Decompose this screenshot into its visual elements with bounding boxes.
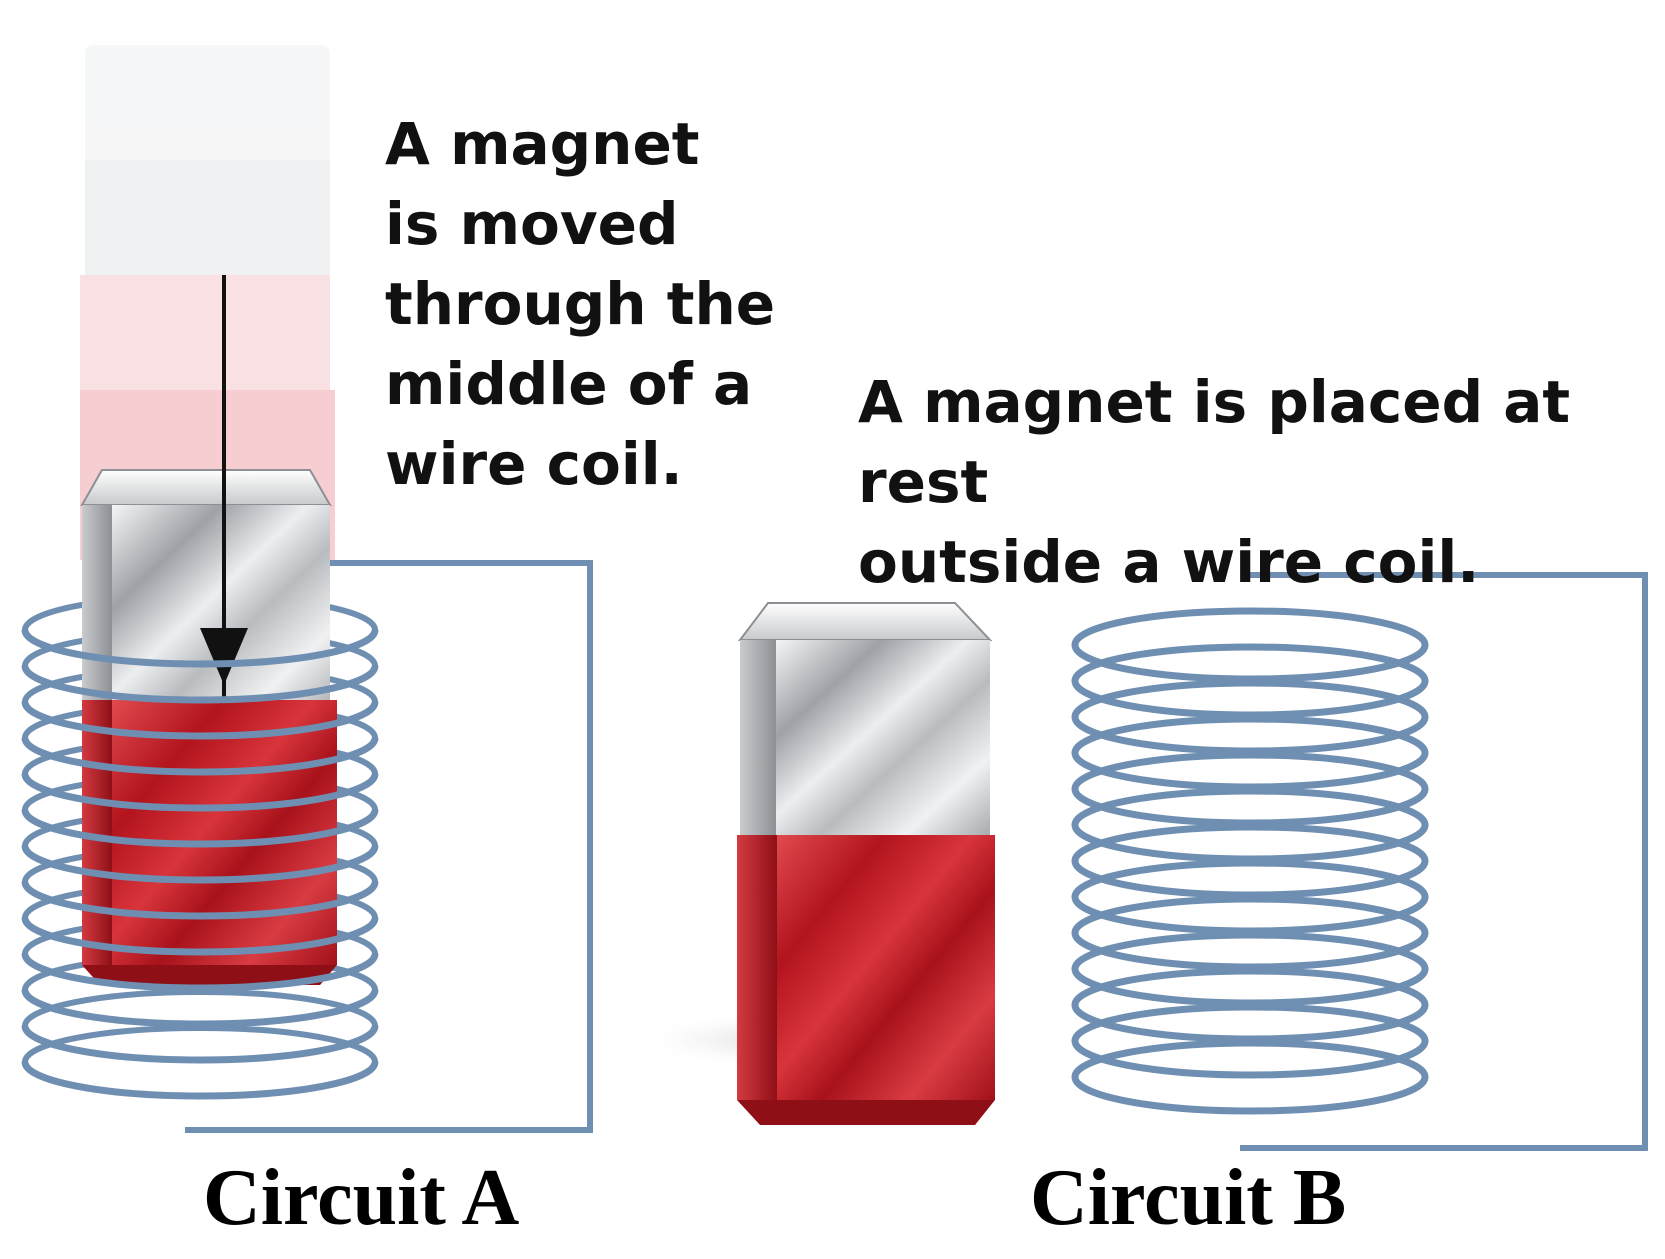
- motion-arrow: [200, 275, 248, 700]
- coil-b-loop: [1071, 931, 1429, 1007]
- magnet-a: [80, 469, 337, 985]
- coil-b-loop: [1071, 751, 1429, 827]
- coil-b-loop: [1071, 787, 1429, 863]
- circuit-b-graphic: [630, 572, 1648, 1151]
- circuit-b-description: A magnet is placed at rest outside a wir…: [858, 368, 1571, 596]
- circuit-b-caption: Circuit B: [1030, 1154, 1347, 1242]
- coil-a-loop-front: [21, 881, 379, 920]
- coil-a-loop-back: [22, 989, 378, 1027]
- coil-a-loop-front: [21, 1061, 379, 1100]
- coil-a-loop-front: [21, 665, 379, 704]
- coil-a-loop-front: [21, 845, 379, 884]
- coil-b-loop: [1071, 1003, 1429, 1079]
- coil-b-loop: [1071, 1039, 1429, 1115]
- coil-a-loop-front: [21, 953, 379, 992]
- coil-b-loop: [1071, 895, 1429, 971]
- coil-b-loop: [1071, 679, 1429, 755]
- circuit-a-description: A magnet is moved through the middle of …: [385, 110, 776, 498]
- coil-a-front: [21, 629, 379, 1100]
- coil-a-loop-front: [21, 809, 379, 848]
- coil-b-loop: [1071, 823, 1429, 899]
- coil-b-loop: [1071, 715, 1429, 791]
- coil-a-loop-front: [21, 737, 379, 776]
- circuit-a-caption: Circuit A: [203, 1154, 520, 1242]
- coil-a-back: [22, 593, 378, 1063]
- coil-b-loop: [1071, 643, 1429, 719]
- circuit-b-wire: [1240, 572, 1648, 1151]
- magnet-b: [737, 602, 995, 1125]
- coil-b-loop: [1071, 607, 1429, 683]
- circuit-a-graphic: [21, 45, 593, 1133]
- circuit-a-wire: [185, 560, 593, 1133]
- coil-a-loop-front: [21, 701, 379, 740]
- coil-b-loop: [1071, 859, 1429, 935]
- coil-a-loop-back: [22, 1025, 378, 1063]
- coil-a-loop-front: [21, 1025, 379, 1064]
- coil-a-loop-front: [21, 629, 379, 668]
- coil-b-loop: [1071, 967, 1429, 1043]
- coil-a-loop-front: [21, 773, 379, 812]
- coil-a-loop-front: [21, 989, 379, 1028]
- coil-a-loop-front: [21, 917, 379, 956]
- coil-b: [1071, 607, 1429, 1115]
